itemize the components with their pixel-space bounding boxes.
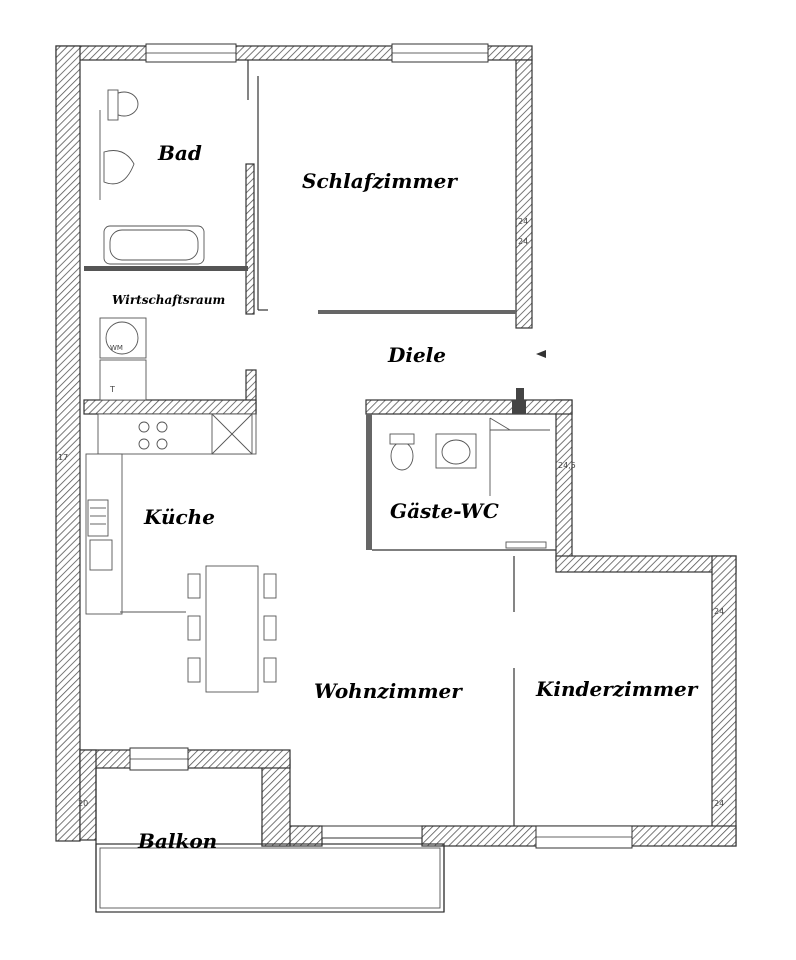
room-label-kinderzimmer: Kinderzimmer (535, 677, 699, 701)
dryer-label: T (109, 385, 115, 394)
room-label-diele: Diele (387, 343, 446, 367)
room-label-wohnzimmer: Wohnzimmer (314, 679, 463, 703)
room-label-kueche: Küche (143, 505, 215, 529)
room-label-schlafzimmer: Schlafzimmer (302, 169, 458, 193)
dimension-labels: 24 24 24,5 24 24 17 20 (58, 217, 724, 808)
outer-walls (55, 45, 737, 847)
balkon (95, 768, 445, 913)
dimension-24-c: 24 (714, 607, 724, 616)
dimension-24-a: 24 (518, 217, 528, 226)
interior-walls (83, 60, 573, 826)
dimension-24-d: 24 (714, 799, 724, 808)
room-label-balkon: Balkon (137, 829, 217, 853)
dimension-20: 20 (78, 799, 88, 808)
bad-fixtures (99, 89, 205, 265)
wirtschaftsraum-fixtures: WM T (99, 317, 147, 401)
dimension-17: 17 (58, 453, 68, 462)
windows (129, 43, 633, 849)
dimension-24-5: 24,5 (558, 461, 576, 470)
room-label-wirtschaftsraum: Wirtschaftsraum (112, 293, 225, 307)
dining-table (187, 565, 277, 693)
dimension-24-b: 24 (518, 237, 528, 246)
room-label-gaeste-wc: Gäste-WC (390, 499, 499, 523)
room-label-bad: Bad (157, 141, 202, 165)
kitchen-fixtures (85, 413, 257, 615)
gaeste-wc-fixtures (389, 417, 550, 549)
room-labels: Bad Schlafzimmer Wirtschaftsraum Diele K… (112, 141, 699, 853)
washer-label: WM (110, 344, 123, 352)
